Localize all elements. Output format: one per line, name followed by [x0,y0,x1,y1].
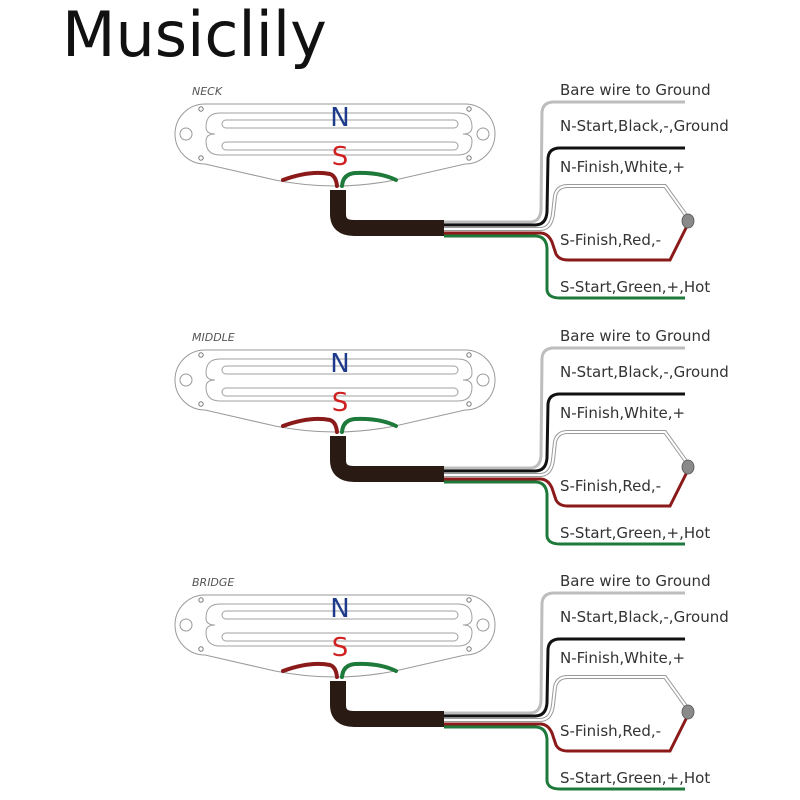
wire-black [444,146,685,227]
mounting-screw-hole [476,127,490,141]
wire-green [444,480,685,546]
mounting-hole [466,401,472,407]
south-pole-label: S [332,633,349,663]
rail-frame [205,358,473,402]
pickup-bridge: BRIDGE NS Bare wire to GroundN-Start,Black… [174,572,729,791]
mounting-hole [198,106,204,112]
wire-label: S-Start,Green,+,Hot [560,769,710,787]
mounting-hole [466,646,472,652]
pickup-neck: NECK NS Bare wire to GroundN-Start,Black,-… [174,81,729,300]
north-pole-label: N [330,594,349,624]
wire-bare [444,100,685,224]
pickup-cover-outline [174,103,496,187]
wire-label: Bare wire to Ground [560,81,711,99]
wire-green [444,725,685,791]
wire-red [444,223,690,262]
wire-label: N-Start,Black,-,Ground [560,117,729,135]
wire-label: N-Finish,White,+ [560,404,685,422]
pickup-cover-outline [174,349,496,433]
wire-label: N-Start,Black,-,Ground [560,363,729,381]
mounting-hole [198,401,204,407]
green-lead [340,416,398,434]
wire-label: N-Finish,White,+ [560,158,685,176]
wire-label: S-Finish,Red,- [560,477,661,495]
mounting-hole [198,646,204,652]
south-pole-label: S [332,142,349,172]
solder-joint [681,213,695,229]
pickup-position-label: BRIDGE [192,576,234,589]
wire-label: S-Start,Green,+,Hot [560,524,710,542]
pickup-cable [330,436,444,482]
north-pole-label: N [330,103,349,133]
bottom-rail [221,632,459,642]
wire-label: S-Start,Green,+,Hot [560,278,710,296]
pickup-position-label: NECK [192,85,223,98]
green-lead [340,661,398,679]
top-rail [221,119,459,129]
top-rail [221,610,459,620]
north-pole-label: N [330,349,349,379]
red-lead [281,416,339,434]
solder-joint [681,704,695,720]
mounting-screw-hole [179,127,193,141]
mounting-hole [466,352,472,358]
pickup-cover-outline [174,594,496,678]
mounting-screw-hole [476,373,490,387]
wire-black [444,637,685,718]
south-pole-label: S [332,388,349,418]
rail-frame [205,603,473,647]
wire-black [444,392,685,473]
bottom-rail [221,141,459,151]
brand-logo: Musiclily [62,0,327,71]
bottom-rail [221,387,459,397]
green-lead [340,170,398,188]
wire-white [444,431,689,476]
mounting-hole [466,155,472,161]
red-lead [281,170,339,188]
mounting-hole [198,352,204,358]
mounting-screw-hole [476,618,490,632]
top-rail [221,365,459,375]
mounting-hole [466,106,472,112]
wire-label: N-Start,Black,-,Ground [560,608,729,626]
mounting-screw-hole [179,373,193,387]
wire-white [444,185,689,230]
wire-red [444,714,690,753]
wire-label: N-Finish,White,+ [560,649,685,667]
wire-label: S-Finish,Red,- [560,722,661,740]
mounting-hole [198,155,204,161]
pickup-cable [330,190,444,236]
wire-label: Bare wire to Ground [560,327,711,345]
wire-bare [444,591,685,715]
wire-bare [444,346,685,470]
pickup-position-label: MIDDLE [192,331,235,344]
red-lead [281,661,339,679]
pickup-cable [330,681,444,727]
mounting-screw-hole [179,618,193,632]
pickup-middle: MIDDLE NS Bare wire to GroundN-Start,Black… [174,327,729,546]
rail-frame [205,112,473,156]
mounting-hole [466,597,472,603]
wire-label: S-Finish,Red,- [560,231,661,249]
wire-label: Bare wire to Ground [560,572,711,590]
wire-green [444,234,685,300]
wire-red [444,469,690,508]
wire-white [444,676,689,721]
solder-joint [681,459,695,475]
mounting-hole [198,597,204,603]
